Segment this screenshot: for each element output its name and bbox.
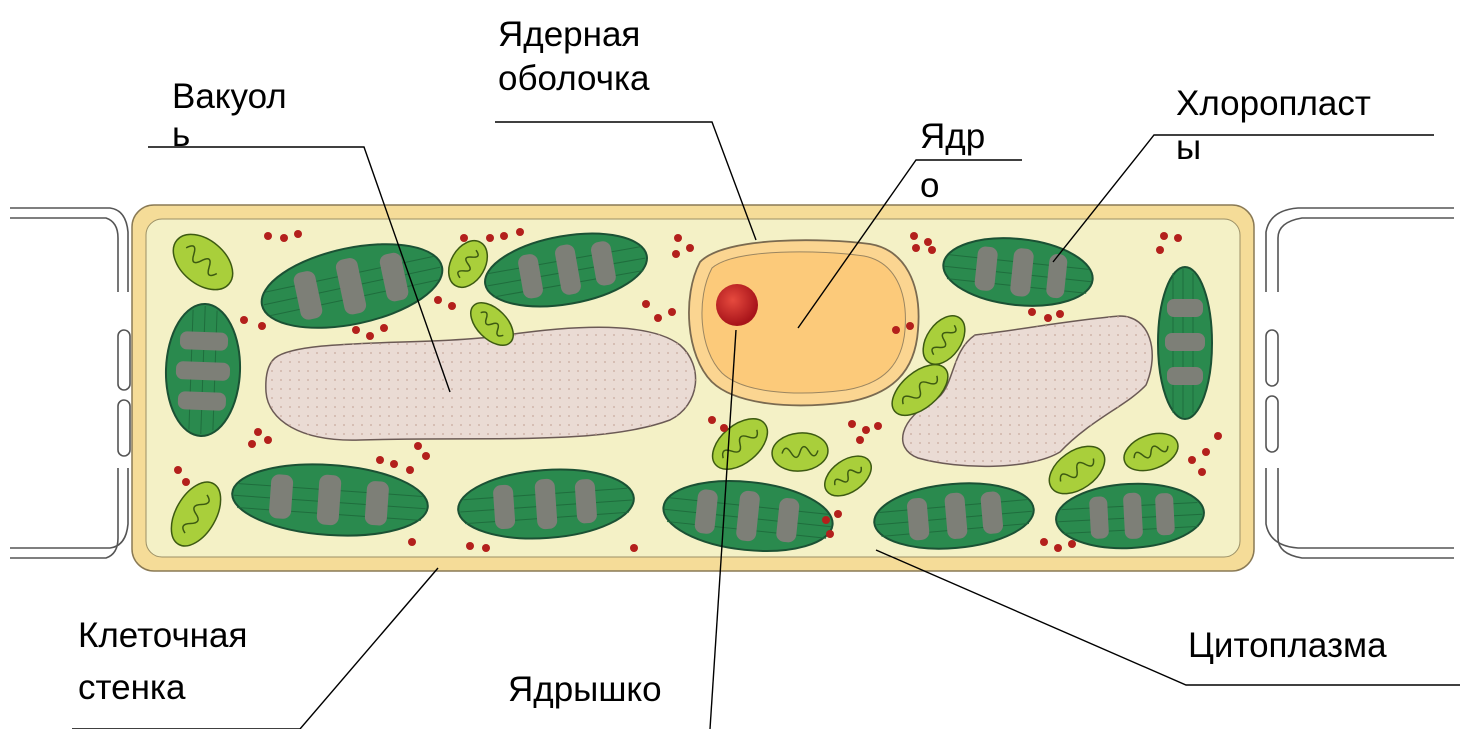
- label-cytoplasm-line1: Цитоплазма: [1188, 624, 1387, 668]
- label-cell-wall-line1: Клеточная: [78, 614, 247, 658]
- label-vacuole: Вакуол ь: [172, 75, 287, 157]
- chloroplast: [1158, 267, 1212, 419]
- label-cell-wall: Клеточная стенка: [78, 614, 247, 710]
- label-cell-wall-line2: стенка: [78, 666, 247, 710]
- neighbor-cell-left: [10, 208, 130, 558]
- label-nuclear-envelope-line2: оболочка: [498, 57, 650, 101]
- label-nucleus-line2: о: [920, 164, 985, 208]
- label-vacuole-line2: ь: [172, 113, 287, 157]
- neighbor-cell-right: [1266, 208, 1454, 558]
- nucleolus: [716, 284, 758, 326]
- label-nuclear-envelope: Ядерная оболочка: [498, 13, 650, 101]
- label-nuclear-envelope-line1: Ядерная: [498, 13, 650, 57]
- label-chloroplasts: Хлоропласт ы: [1176, 82, 1371, 170]
- label-nucleus-line1: Ядр: [920, 115, 985, 159]
- nucleus: [689, 240, 919, 405]
- label-chloroplasts-line1: Хлоропласт: [1176, 82, 1371, 126]
- label-nucleus: Ядр о: [920, 115, 985, 208]
- label-cytoplasm: Цитоплазма: [1188, 624, 1387, 668]
- label-nucleolus-line1: Ядрышко: [508, 668, 662, 712]
- label-chloroplasts-line2: ы: [1176, 126, 1371, 170]
- label-nucleolus: Ядрышко: [508, 668, 662, 712]
